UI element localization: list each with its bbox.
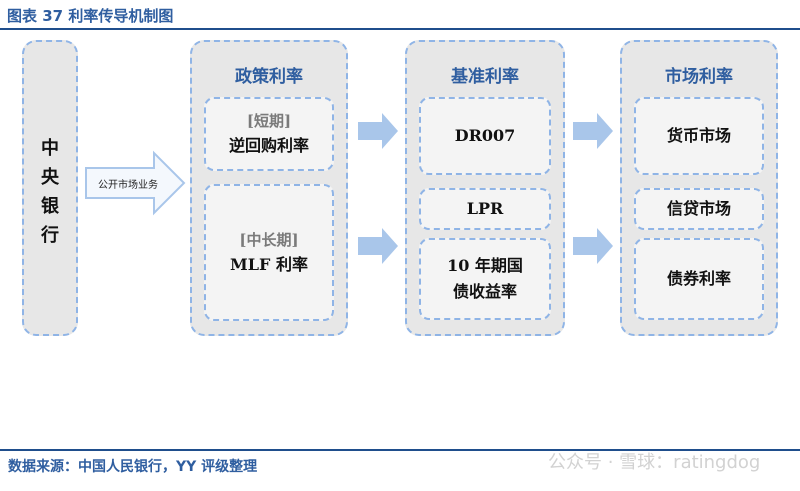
open-market-arrow [85,150,186,216]
short-term-box: [短期] 逆回购利率 [204,97,334,171]
policy-rate-box: 政策利率 [短期] 逆回购利率 [中长期] MLF 利率 [190,40,348,336]
policy-to-benchmark-arrow-lower [358,228,398,264]
mlf-rate-label: MLF 利率 [230,254,308,274]
top-rule [0,28,800,30]
policy-to-benchmark-arrow-upper [358,113,398,149]
treasury-yield-label-line1: 10 年期国 [447,256,523,275]
lpr-label: LPR [466,199,504,218]
treasury-yield-box: 10 年期国 债收益率 [419,238,551,320]
central-bank-label: 中 央 银 行 [24,134,76,250]
central-bank-char: 中 [41,138,59,159]
source-note: 数据来源：中国人民银行，YY 评级整理 [8,459,258,475]
mid-long-term-box: [中长期] MLF 利率 [204,184,334,321]
dr007-label: DR007 [454,126,516,145]
policy-rate-header: 政策利率 [235,67,303,87]
central-bank-box: 中 央 银 行 [22,40,78,336]
reverse-repo-rate-label: 逆回购利率 [228,136,309,155]
benchmark-rate-header: 基准利率 [451,67,519,87]
central-bank-char: 央 [41,167,59,188]
benchmark-to-market-arrow-upper [573,113,613,149]
central-bank-char: 银 [41,196,59,217]
watermark: 公众号 · 雪球：ratingdog [548,452,761,473]
treasury-yield-label-line2: 债收益率 [452,282,517,301]
credit-market-label: 信贷市场 [666,199,731,218]
market-rate-box: 市场利率 货币市场 信贷市场 债券利率 [620,40,778,336]
bond-rate-label: 债券利率 [666,269,731,288]
benchmark-to-market-arrow-lower [573,228,613,264]
money-market-label: 货币市场 [666,126,731,145]
figure-title: 图表 37 利率传导机制图 [7,7,174,25]
dr007-box: DR007 [419,97,551,175]
short-term-tag: [短期] [246,112,292,130]
money-market-box: 货币市场 [634,97,764,175]
central-bank-char: 行 [41,225,59,246]
lpr-box: LPR [419,188,551,230]
market-rate-header: 市场利率 [665,67,733,87]
bottom-rule [0,449,800,451]
bond-rate-box: 债券利率 [634,238,764,320]
mid-long-term-tag: [中长期] [239,230,299,249]
benchmark-rate-box: 基准利率 DR007 LPR 10 年期国 债收益率 [405,40,565,336]
credit-market-box: 信贷市场 [634,188,764,230]
open-market-arrow-label: 公开市场业务 [98,180,158,191]
